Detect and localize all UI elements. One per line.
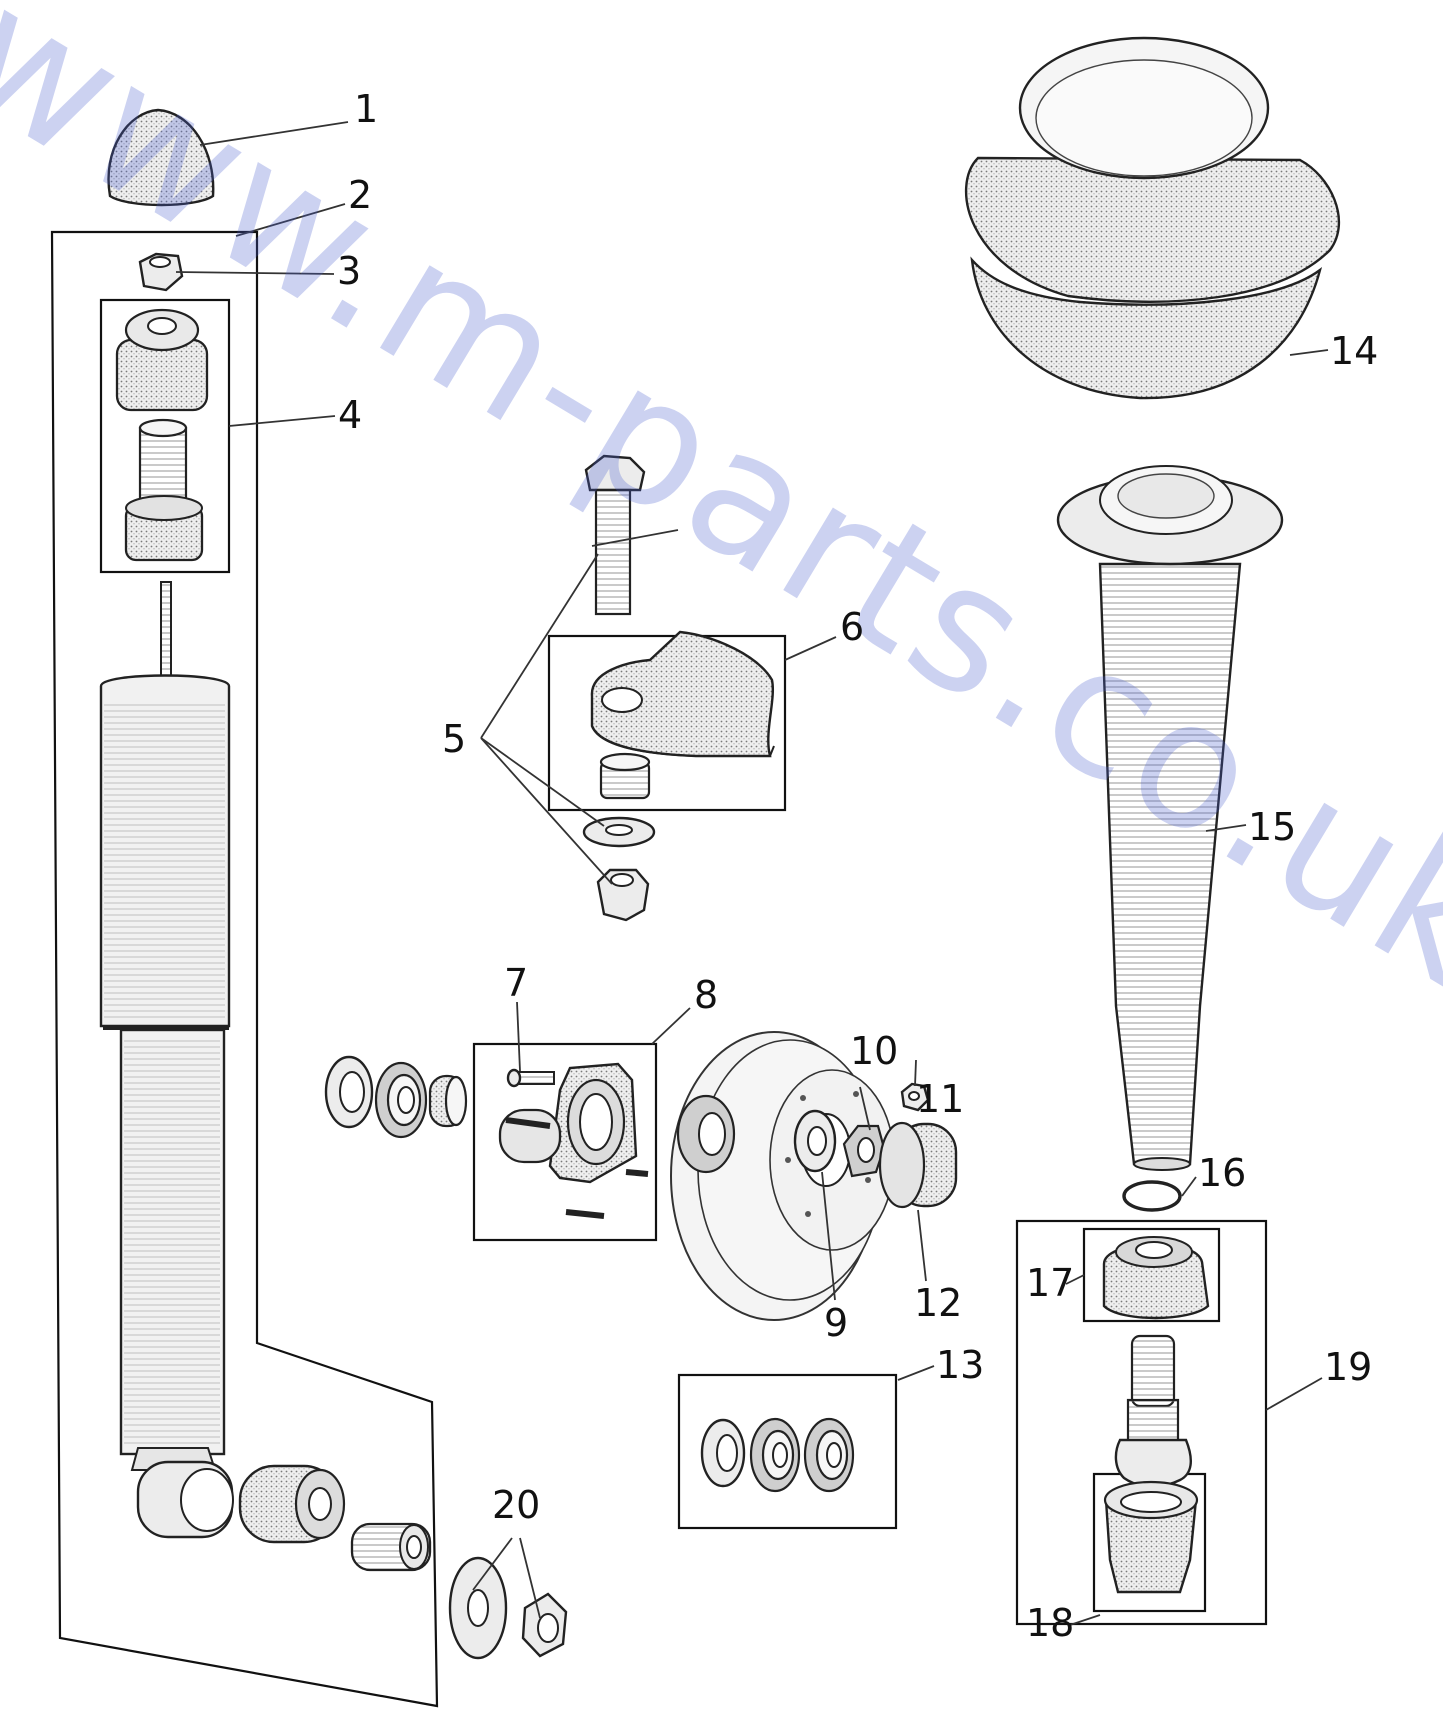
bolt-part [584,454,646,616]
small-nut-part [900,1082,930,1112]
callout-20: 20 [492,1483,540,1527]
strut-part [1056,465,1284,1171]
washer-part [582,816,656,848]
wheel-stud-part [506,1068,555,1088]
lower-sleeve-part [350,1522,432,1572]
callout-19: 19 [1324,1345,1372,1389]
callout-14: 14 [1330,329,1378,373]
dust-cap-part [107,108,215,207]
grease-cap-part [878,1121,958,1209]
callout-11: 11 [916,1077,964,1121]
callout-1: 1 [354,87,378,131]
callout-4: 4 [338,393,362,437]
socket-cup-part [1103,1480,1199,1594]
callout-6: 6 [840,605,864,649]
ball-seat-part [1102,1236,1210,1320]
top-bush-sleeve [138,418,188,510]
bush-kit-box [99,298,231,574]
top-bush-lower [124,495,204,562]
hub-box [472,1042,658,1242]
lower-washer-part [448,1556,508,1660]
knuckle-joint-part [1114,1334,1192,1488]
callout-3: 3 [337,249,361,293]
mounting-plate-part [590,630,775,758]
rubber-cone-part [964,36,1341,400]
part-19-box [1015,1219,1268,1626]
inner-race-part [793,1109,837,1173]
brake-drum-part [670,1031,895,1321]
part-6-box [547,634,787,812]
callout-18: 18 [1026,1601,1074,1645]
wheel-hub-part [498,1062,649,1219]
spacer-part [599,752,651,800]
circlip-part [1122,1180,1182,1212]
hub-seal-part [324,1055,374,1129]
top-nut-part [138,252,184,292]
callout-13: 13 [936,1343,984,1387]
callout-2: 2 [348,173,372,217]
callout-8: 8 [694,973,718,1017]
callout-12: 12 [914,1281,962,1325]
callout-16: 16 [1198,1151,1246,1195]
drum-seal-part [676,1094,736,1174]
bearing-kit-box [677,1373,898,1530]
callout-10: 10 [850,1029,898,1073]
hub-bearing-part [374,1061,428,1139]
shock-absorber-body [99,581,234,1539]
top-bush-upper [115,308,209,412]
callout-7: 7 [504,961,528,1005]
lower-bush-part [238,1464,346,1544]
hub-spacer-part [428,1074,468,1128]
bearing-kit-part [700,1417,855,1493]
shock-absorber-kit-box [50,230,439,1708]
callout-5: 5 [442,717,466,761]
callout-9: 9 [824,1301,848,1345]
callout-17: 17 [1026,1261,1074,1305]
callout-15: 15 [1248,805,1296,849]
leader-lines [175,121,1329,1626]
lower-nut-part [521,1592,568,1658]
